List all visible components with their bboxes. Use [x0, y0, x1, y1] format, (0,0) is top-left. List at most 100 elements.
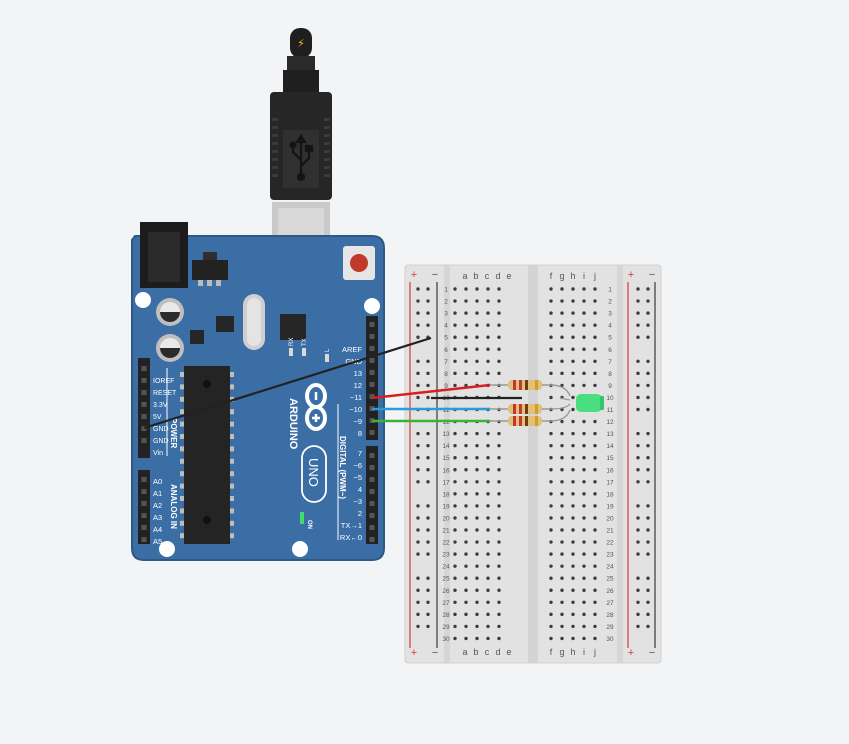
row-number: 17: [442, 479, 450, 486]
row-number: 6: [608, 347, 612, 354]
column-letter: e: [506, 271, 511, 281]
row-number: 14: [606, 443, 614, 450]
column-letter: b: [473, 647, 478, 657]
power-pin-label: RESET: [153, 390, 177, 397]
column-letter: c: [485, 271, 490, 281]
digital-pin-label: ~9: [353, 417, 362, 426]
row-number: 9: [608, 383, 612, 390]
l-label: L: [325, 348, 331, 352]
power-pin-label: 3.3V: [153, 402, 168, 409]
row-number: 19: [442, 503, 450, 510]
row-number: 26: [606, 588, 614, 595]
mounting-hole: [135, 292, 151, 308]
row-number: 23: [606, 552, 614, 559]
row-number: 29: [606, 624, 614, 631]
analog-pin-label: A4: [153, 525, 162, 534]
column-letter: h: [570, 271, 575, 281]
row-number: 5: [444, 335, 448, 342]
column-letter: a: [462, 271, 467, 281]
power-pin-label: 5V: [153, 414, 162, 421]
row-number: 30: [606, 636, 614, 643]
column-letter: c: [485, 647, 490, 657]
row-number: 1: [608, 287, 612, 294]
row-number: 18: [606, 491, 614, 498]
tx-led: [302, 348, 306, 356]
analog-pin-label: A3: [153, 513, 162, 522]
digital-header: DIGITAL (PWM~): [338, 436, 347, 499]
rail-sign: −: [649, 647, 655, 659]
row-number: 28: [442, 612, 450, 619]
column-letter: d: [495, 647, 500, 657]
resistor[interactable]: [490, 416, 550, 426]
column-letter: h: [570, 647, 575, 657]
power-pin-label: GND: [153, 438, 169, 445]
arduino-board[interactable]: RX TX L ON ARDUINO UNO POWER ANALOG IN D…: [131, 222, 385, 561]
mounting-hole: [292, 541, 308, 557]
digital-pin-label: TX→1: [341, 521, 362, 530]
wires[interactable]: [143, 336, 522, 430]
digital-pin-label: ~11: [350, 393, 362, 402]
analog-pin-label: A5: [153, 537, 162, 546]
row-number: 11: [443, 407, 450, 414]
power-pin-label: GND: [153, 426, 169, 433]
row-number: 4: [608, 323, 612, 330]
red-wire[interactable]: [371, 383, 491, 400]
digital-pin-label: ~5: [353, 473, 362, 482]
digital-pin-label: 8: [358, 429, 362, 438]
row-number: 12: [606, 419, 614, 426]
lightning-icon: ⚡: [297, 38, 305, 50]
row-number: 23: [442, 552, 450, 559]
row-number: 25: [442, 576, 450, 583]
row-number: 12: [442, 419, 450, 426]
row-number: 19: [606, 503, 614, 510]
row-number: 29: [442, 624, 450, 631]
row-number: 15: [442, 455, 450, 462]
row-number: 16: [442, 467, 450, 474]
row-number: 8: [608, 371, 612, 378]
column-letter: g: [559, 647, 564, 657]
row-number: 27: [606, 600, 614, 607]
black-wire-gnd[interactable]: [143, 336, 432, 430]
svg-text:UNO: UNO: [306, 458, 321, 487]
column-letter: j: [593, 647, 596, 657]
rgb-led[interactable]: [549, 384, 604, 422]
column-letter: j: [593, 271, 596, 281]
digital-pin-header-lower: [366, 446, 378, 544]
row-number: 2: [608, 299, 612, 306]
rail-sign: −: [432, 647, 438, 659]
row-number: 3: [444, 311, 448, 318]
power-led: [300, 512, 304, 524]
digital-pin-label: 13: [354, 369, 362, 378]
power-header: POWER: [169, 418, 178, 448]
row-number: 18: [442, 491, 450, 498]
resistor[interactable]: [490, 404, 550, 414]
digital-pin-label: 4: [358, 485, 362, 494]
usb-icon: [289, 134, 314, 182]
column-letter: g: [559, 271, 564, 281]
digital-pin-label: AREF: [342, 345, 362, 354]
row-number: 7: [444, 359, 448, 366]
digital-pin-label: ~6: [353, 461, 362, 470]
on-label: ON: [306, 520, 312, 529]
rail-sign: +: [411, 269, 417, 281]
row-number: 26: [442, 588, 450, 595]
digital-pin-label: RX←0: [340, 533, 362, 542]
column-letter: e: [506, 647, 511, 657]
arduino-logo: [305, 383, 327, 431]
row-number: 22: [606, 540, 614, 547]
digital-pin-label: ~3: [353, 497, 362, 506]
row-number: 25: [606, 576, 614, 583]
row-number: 10: [606, 395, 614, 402]
row-number: 24: [606, 564, 614, 571]
row-number: 7: [608, 359, 612, 366]
analog-pin-header: [138, 470, 150, 544]
digital-pin-label: 7: [358, 449, 362, 458]
rail-sign: +: [628, 269, 634, 281]
analog-header: ANALOG IN: [169, 484, 178, 529]
capacitor: [156, 298, 184, 326]
resistor[interactable]: [490, 380, 550, 390]
row-number: 6: [444, 347, 448, 354]
row-number: 20: [442, 515, 450, 522]
